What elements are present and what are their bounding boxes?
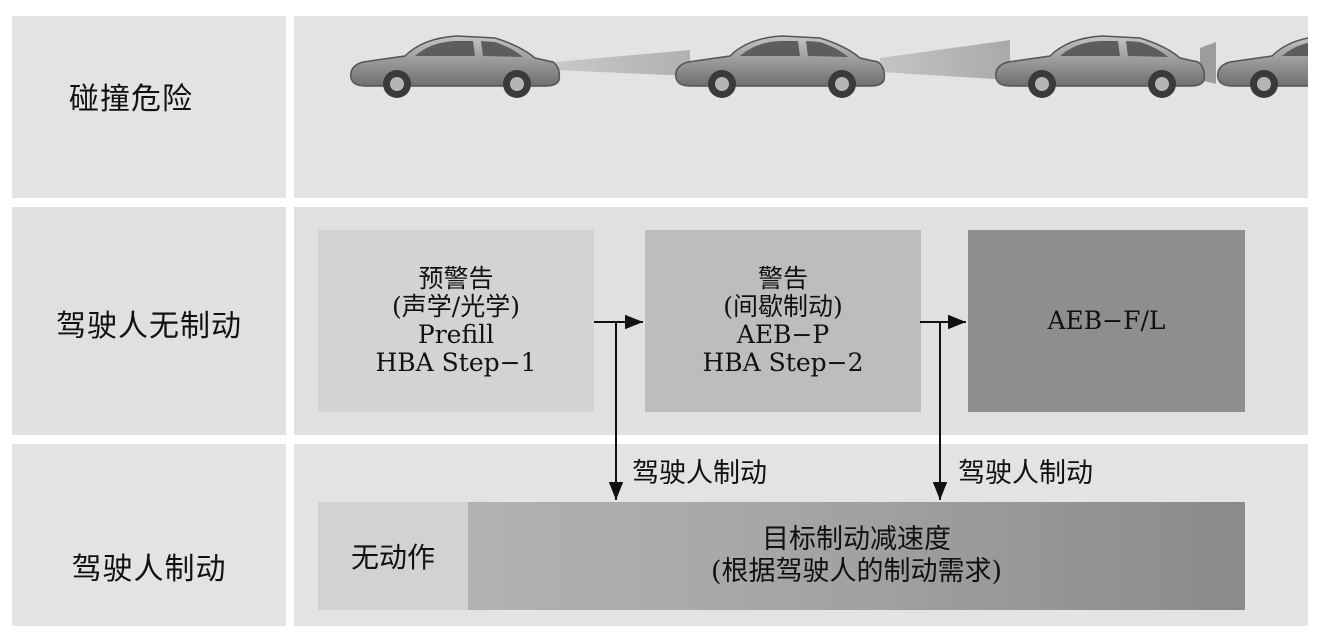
row-label-driver-no-braking: 驾驶人无制动 <box>56 309 242 344</box>
stage-warning-hba: HBA Step−2 <box>702 348 864 377</box>
bar-no-action: 无动作 <box>318 502 468 610</box>
stage-warning-mode: (间歇制动) <box>723 292 843 321</box>
bar-target-title: 目标制动减速度 <box>762 524 951 555</box>
column-divider <box>286 207 294 435</box>
row-label-collision-risk: 碰撞危险 <box>69 82 193 117</box>
stage-prewarning-hba: HBA Step−1 <box>375 348 537 377</box>
stage-prewarning: 预警告 (声学/光学) Prefill HBA Step−1 <box>318 230 594 412</box>
stage-warning-aeb: AEB−P <box>736 320 830 349</box>
bar-target-subtitle: (根据驾驶人的制动需求) <box>710 556 1003 587</box>
sensor-beam <box>555 50 690 76</box>
brake-response-bar: 无动作 目标制动减速度 (根据驾驶人的制动需求) <box>318 502 1245 610</box>
sensor-beam <box>880 40 1010 80</box>
stage-prewarning-mode: (声学/光学) <box>392 292 520 321</box>
stage-prewarning-title: 预警告 <box>418 264 494 293</box>
bar-target-deceleration: 目标制动减速度 (根据驾驶人的制动需求) <box>468 502 1245 610</box>
stage-aeb-full: AEB−F/L <box>968 230 1245 412</box>
stage-aeb-title: AEB−F/L <box>1047 306 1166 335</box>
stage-prewarning-prefill: Prefill <box>417 320 495 349</box>
stage-warning: 警告 (间歇制动) AEB−P HBA Step−2 <box>645 230 921 412</box>
column-divider <box>286 444 294 626</box>
driver-brake-label: 驾驶人制动 <box>958 458 1093 489</box>
collision-scene <box>350 35 1308 99</box>
driver-brake-label: 驾驶人制动 <box>632 458 767 489</box>
column-divider <box>286 16 294 198</box>
row-label-driver-braking: 驾驶人制动 <box>71 552 227 587</box>
stage-warning-title: 警告 <box>757 264 808 293</box>
